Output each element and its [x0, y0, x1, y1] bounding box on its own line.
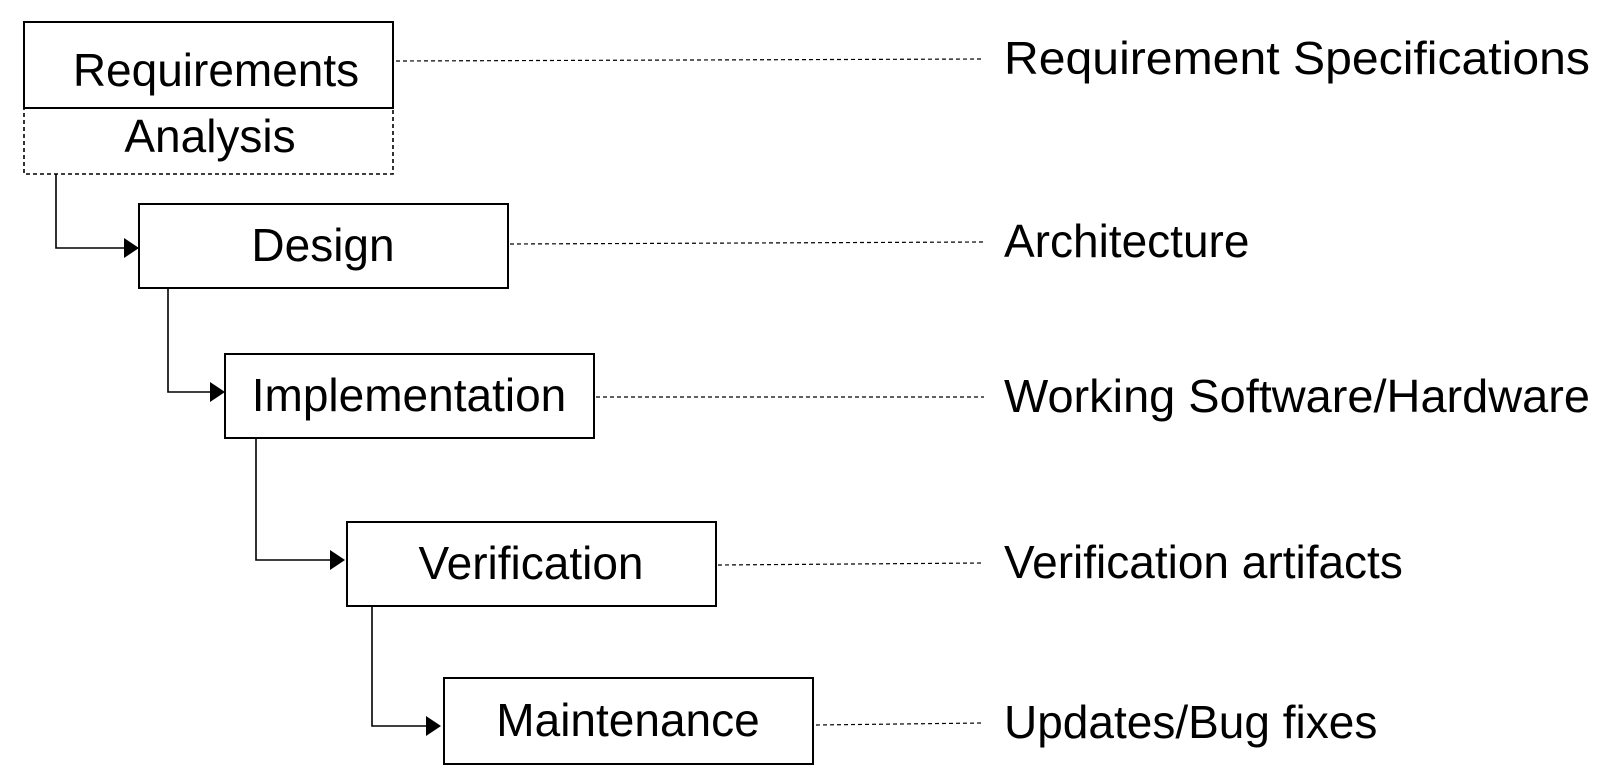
leader-design [509, 241, 985, 245]
connector-verification-to-maintenance [371, 606, 426, 727]
leader-verification [717, 562, 985, 566]
output-design: Architecture [1004, 215, 1249, 267]
stage-maintenance: Maintenance [443, 677, 814, 765]
verification-label: Verification [418, 537, 643, 589]
arrow-into-verification [330, 550, 345, 570]
outputs: Requirement Specifications Architecture … [1004, 32, 1590, 748]
arrow-into-maintenance [426, 716, 441, 736]
analysis-box [23, 107, 394, 175]
leader-requirements [395, 58, 985, 62]
implementation-box [224, 353, 595, 439]
requirements-label: Requirements [73, 44, 359, 96]
maintenance-box [443, 677, 814, 765]
stage-verification: Verification [346, 521, 717, 607]
analysis-label: Analysis [124, 110, 295, 162]
leader-maintenance [815, 722, 985, 726]
stage-requirements: Requirements Analysis [23, 21, 394, 175]
connector-design-to-implementation [167, 288, 210, 393]
output-maintenance: Updates/Bug fixes [1004, 696, 1377, 748]
maintenance-label: Maintenance [496, 694, 759, 746]
arrow-into-design [124, 238, 139, 258]
requirements-box [23, 21, 394, 109]
design-box [138, 203, 509, 289]
design-label: Design [251, 219, 394, 271]
connectors [55, 174, 441, 736]
verification-box [346, 521, 717, 607]
stage-design: Design [138, 203, 509, 289]
connector-implementation-to-verification [255, 438, 330, 561]
stage-implementation: Implementation [224, 353, 595, 439]
output-verification: Verification artifacts [1004, 536, 1403, 588]
output-implementation: Working Software/Hardware [1004, 370, 1590, 422]
arrow-into-implementation [210, 382, 225, 402]
connector-requirements-to-design [55, 174, 124, 249]
leader-lines [395, 58, 985, 726]
output-requirements: Requirement Specifications [1004, 32, 1590, 84]
implementation-label: Implementation [252, 369, 567, 421]
